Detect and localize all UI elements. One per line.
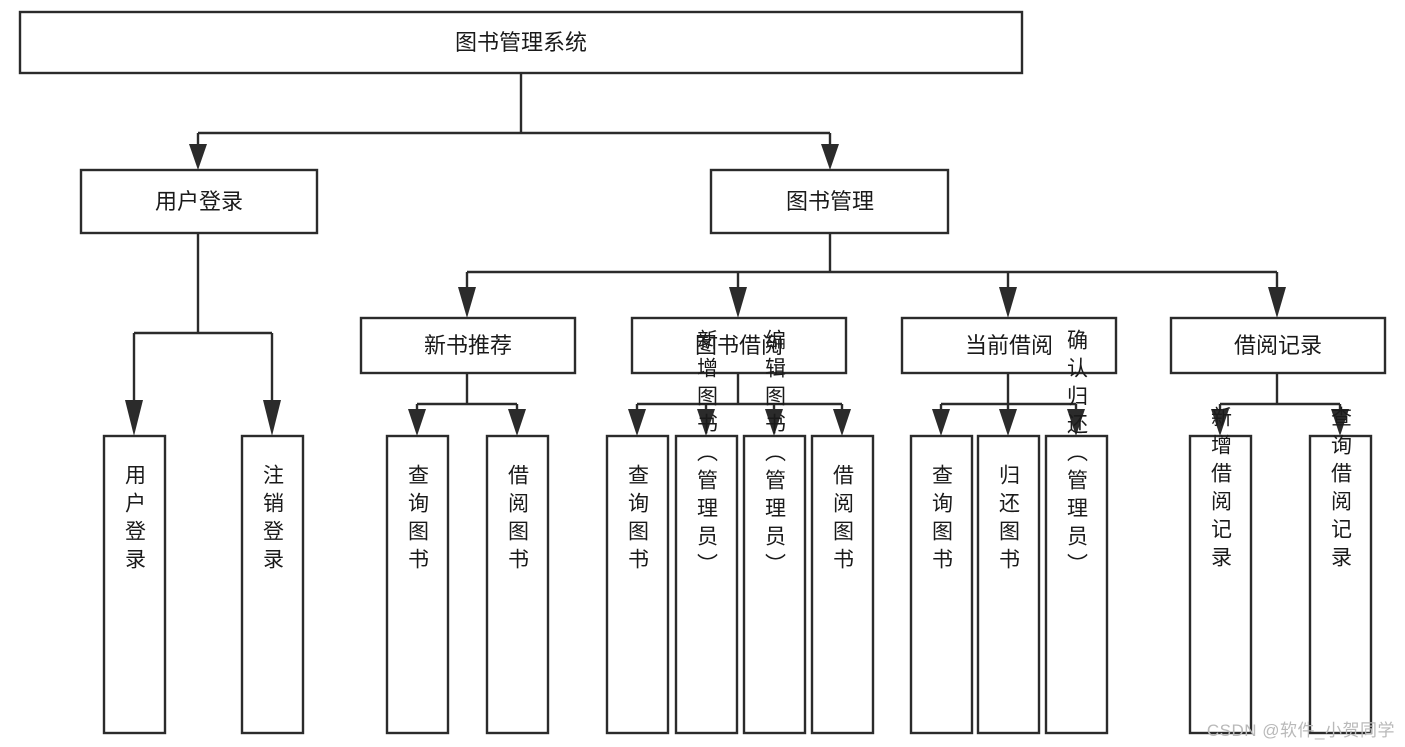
leaf-book-borrow-2-label: 编辑图书（管理员） — [763, 329, 787, 581]
node-new-book-recommend[interactable]: 新书推荐 — [359, 316, 577, 375]
arrow-head-icon — [125, 400, 143, 436]
arrow-head-icon — [932, 409, 950, 436]
leaf-new-book-recommend-0-label: 查询图书 — [406, 464, 430, 576]
arrow-head-icon — [1331, 409, 1349, 436]
arrow-head-icon — [1067, 409, 1085, 436]
arrow-head-icon — [458, 287, 476, 318]
arrow-head-icon — [833, 409, 851, 436]
leaf-current-borrow-1[interactable]: 归还图书 — [976, 434, 1041, 735]
leaf-book-borrow-2[interactable]: 编辑图书（管理员） — [742, 329, 807, 735]
leaf-borrow-record-0[interactable]: 新增借阅记录 — [1188, 406, 1253, 735]
node-book-management-label: 图书管理 — [786, 189, 874, 214]
leaf-borrow-record-1[interactable]: 查询借阅记录 — [1308, 406, 1373, 735]
node-root-label: 图书管理系统 — [455, 30, 587, 55]
leaf-borrow-record-0-label: 新增借阅记录 — [1209, 406, 1233, 574]
connector-bookborrow-to-leaves — [628, 373, 851, 436]
arrow-head-icon — [263, 400, 281, 436]
node-new-book-recommend-label: 新书推荐 — [424, 333, 512, 358]
leaf-current-borrow-0-label: 查询图书 — [930, 464, 954, 576]
node-current-borrow-label: 当前借阅 — [965, 333, 1053, 358]
leaf-book-borrow-0[interactable]: 查询图书 — [605, 434, 670, 735]
leaf-current-borrow-1-label: 归还图书 — [997, 464, 1021, 576]
connector-root-to-level2 — [189, 73, 839, 170]
arrow-head-icon — [628, 409, 646, 436]
arrow-head-icon — [1268, 287, 1286, 318]
arrow-head-icon — [729, 287, 747, 318]
leaf-book-borrow-1-label: 新增图书（管理员） — [695, 329, 719, 581]
leaf-new-book-recommend-1-label: 借阅图书 — [506, 464, 530, 576]
arrow-head-icon — [765, 409, 783, 436]
leaf-current-borrow-2-label: 确认归还（管理员） — [1065, 329, 1089, 581]
leaf-book-borrow-3-label: 借阅图书 — [831, 464, 855, 576]
arrow-head-icon — [999, 287, 1017, 318]
arrow-head-icon — [508, 409, 526, 436]
connector-borrowrecord-to-leaves — [1211, 373, 1349, 436]
node-user-login-label: 用户登录 — [155, 189, 243, 214]
leaf-user-login-0-label: 用户登录 — [123, 464, 147, 576]
connector-currentborrow-to-leaves — [932, 373, 1085, 436]
leaf-book-borrow-3[interactable]: 借阅图书 — [810, 434, 875, 735]
node-root-system[interactable]: 图书管理系统 — [18, 10, 1024, 75]
leaf-user-login-0[interactable]: 用户登录 — [102, 434, 167, 735]
arrow-head-icon — [821, 144, 839, 170]
arrow-head-icon — [189, 144, 207, 170]
leaf-current-borrow-2[interactable]: 确认归还（管理员） — [1044, 329, 1109, 735]
arrow-head-icon — [1211, 409, 1229, 436]
arrow-head-icon — [697, 409, 715, 436]
node-borrow-record-label: 借阅记录 — [1234, 333, 1322, 358]
node-user-login[interactable]: 用户登录 — [79, 168, 319, 235]
leaf-current-borrow-0[interactable]: 查询图书 — [909, 434, 974, 735]
leaf-book-borrow-1[interactable]: 新增图书（管理员） — [674, 329, 739, 735]
leaf-borrow-record-1-label: 查询借阅记录 — [1329, 406, 1353, 574]
node-book-borrow[interactable]: 图书借阅 — [630, 316, 848, 375]
arrow-head-icon — [408, 409, 426, 436]
node-book-borrow-label: 图书借阅 — [695, 333, 783, 358]
node-book-management[interactable]: 图书管理 — [709, 168, 950, 235]
connector-userlogin-to-leaves — [125, 233, 281, 436]
node-borrow-record[interactable]: 借阅记录 — [1169, 316, 1387, 375]
arrow-head-icon — [999, 409, 1017, 436]
leaf-new-book-recommend-0[interactable]: 查询图书 — [385, 434, 450, 735]
leaf-user-login-1[interactable]: 注销登录 — [240, 434, 305, 735]
node-current-borrow[interactable]: 当前借阅 — [900, 316, 1118, 375]
connector-newbook-to-leaves — [408, 373, 526, 436]
leaf-user-login-1-label: 注销登录 — [261, 464, 285, 576]
connector-bookmgmt-to-level3 — [458, 233, 1286, 318]
leaf-book-borrow-0-label: 查询图书 — [626, 464, 650, 576]
leaf-new-book-recommend-1[interactable]: 借阅图书 — [485, 434, 550, 735]
